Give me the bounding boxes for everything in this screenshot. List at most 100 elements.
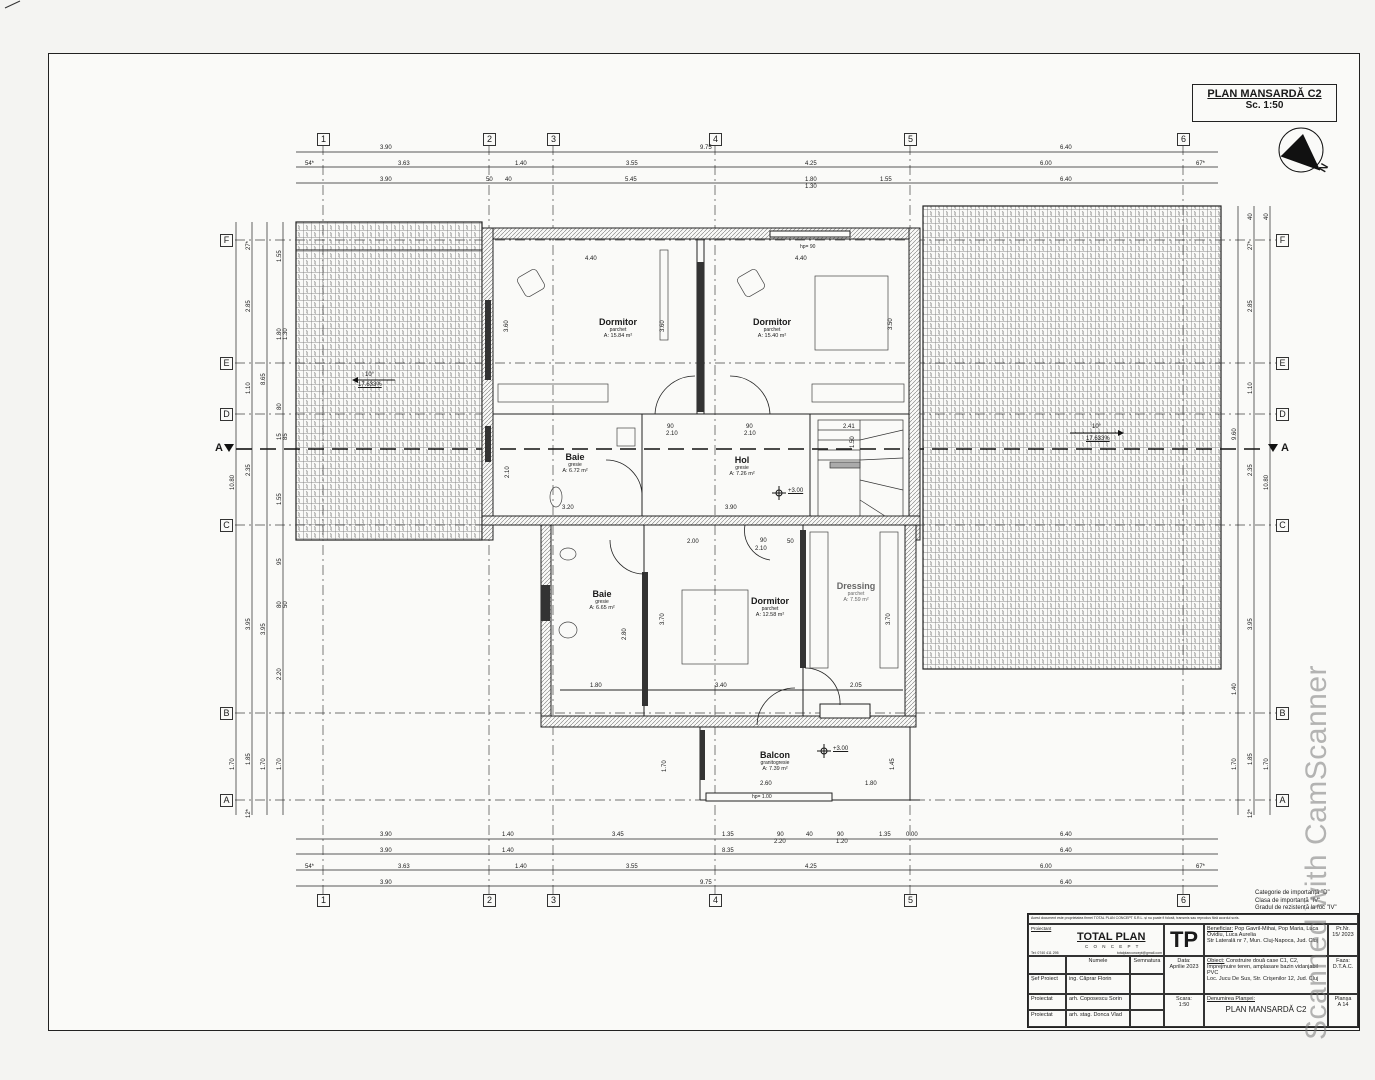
inner-dim: hp= 1.00 bbox=[752, 794, 772, 800]
room-baie-2: Baie gresie A: 6.65 m² bbox=[589, 589, 615, 612]
inner-dim: 3.60 bbox=[504, 320, 510, 332]
dim-top: 1.30 bbox=[805, 184, 817, 190]
dim-right: 27* bbox=[1248, 240, 1254, 250]
dim-bottom: 3.90 bbox=[380, 832, 392, 838]
level-mark-balcon: +3.00 bbox=[833, 746, 849, 752]
dim-left: 1.10 bbox=[246, 382, 252, 394]
inner-dim: 3.70 bbox=[660, 613, 666, 625]
axis-row-B: B bbox=[220, 707, 233, 720]
axis-row-C: C bbox=[220, 519, 233, 532]
tb-role: Proiectat bbox=[1028, 1010, 1066, 1027]
roof-slope-angle: 10° bbox=[1092, 424, 1102, 430]
dim-left: 1.55 bbox=[277, 493, 283, 505]
dim-bottom: 1.40 bbox=[502, 832, 514, 838]
axis-col-4: 4 bbox=[709, 133, 722, 146]
axis-col-5: 5 bbox=[904, 133, 917, 146]
dim-top: 6.00 bbox=[1040, 161, 1052, 167]
tb-plan-name: Denumirea Planșei: PLAN MANSARDĂ C2 bbox=[1204, 994, 1328, 1027]
dim-top: 3.90 bbox=[380, 177, 392, 183]
inner-dim: 2.10 bbox=[755, 546, 767, 552]
axis-row-B-right: B bbox=[1276, 707, 1289, 720]
dim-bottom: 67* bbox=[1196, 864, 1206, 870]
dim-right: 1.40 bbox=[1232, 683, 1238, 695]
inner-dim: 3.20 bbox=[562, 505, 574, 511]
dim-bottom: 1.20 bbox=[836, 839, 848, 845]
dim-bottom: 1.40 bbox=[515, 864, 527, 870]
dim-left: 12* bbox=[246, 808, 252, 818]
section-marker-right: A bbox=[1281, 442, 1289, 454]
axis-col-1-bottom: 1 bbox=[317, 894, 330, 907]
tp-logo-icon: TP bbox=[1164, 924, 1204, 956]
dim-right: 10.80 bbox=[1264, 474, 1270, 490]
axis-row-E-right: E bbox=[1276, 357, 1289, 370]
dim-top: 1.55 bbox=[880, 177, 892, 183]
dim-top: 6.40 bbox=[1060, 177, 1072, 183]
inner-dim: 2.10 bbox=[505, 466, 511, 478]
dim-left: 10.80 bbox=[230, 474, 236, 490]
room-dressing: Dressing parchet A: 7.59 m² bbox=[836, 581, 876, 604]
axis-col-6: 6 bbox=[1177, 133, 1190, 146]
tb-project-number: Pr.Nr. 15/ 2023 bbox=[1328, 924, 1358, 956]
roof-slope-percent-left: 17.633% bbox=[358, 382, 382, 388]
dim-right: 1.70 bbox=[1232, 758, 1238, 770]
dim-top: 6.40 bbox=[1060, 145, 1072, 151]
dim-bottom: 3.90 bbox=[380, 880, 392, 886]
dim-bottom: 4.25 bbox=[805, 864, 817, 870]
dim-left: 2.20 bbox=[277, 668, 283, 680]
dim-bottom: 2.20 bbox=[774, 839, 786, 845]
dim-left: 2.35 bbox=[246, 464, 252, 476]
level-mark-hol: +3.00 bbox=[788, 488, 804, 494]
dim-right: 1.10 bbox=[1248, 382, 1254, 394]
dim-bottom: 40 bbox=[806, 832, 813, 838]
tb-role: Proiectat bbox=[1028, 994, 1066, 1010]
dim-top: 40 bbox=[505, 177, 512, 183]
room-hol: Hol gresie A: 7.26 m² bbox=[729, 455, 755, 478]
axis-row-E: E bbox=[220, 357, 233, 370]
dim-bottom: 8.35 bbox=[722, 848, 734, 854]
dim-bottom: 6.40 bbox=[1060, 848, 1072, 854]
tb-person: ing. Căprar Florin bbox=[1066, 974, 1130, 994]
dim-left: 8.65 bbox=[261, 373, 267, 385]
inner-dim: 1.70 bbox=[662, 760, 668, 772]
axis-row-C-right: C bbox=[1276, 519, 1289, 532]
dim-left: 3.95 bbox=[261, 623, 267, 635]
inner-dim: 2.05 bbox=[850, 683, 862, 689]
camscanner-watermark: Scanned with CamScanner bbox=[1300, 664, 1333, 1040]
dim-bottom: 9.75 bbox=[700, 880, 712, 886]
roof-slope-percent: 17.633% bbox=[1086, 436, 1110, 442]
tb-object: Obiect: Construire două case C1, C2, împ… bbox=[1204, 956, 1328, 994]
tb-disclaimer: Acest document este proprietatea firmei … bbox=[1028, 914, 1358, 924]
company-logo-text: TOTAL PLAN bbox=[1077, 931, 1146, 943]
dim-left: 1.70 bbox=[261, 758, 267, 770]
tb-role: Șef Proiect bbox=[1028, 974, 1066, 994]
tb-company: Proiectant TOTAL PLAN C O N C E P T Tel:… bbox=[1028, 924, 1164, 956]
axis-col-3-bottom: 3 bbox=[547, 894, 560, 907]
tb-sheet-number: Planșa A 14 bbox=[1328, 994, 1358, 1027]
dim-bottom: 3.55 bbox=[626, 864, 638, 870]
inner-dim: 2.00 bbox=[687, 539, 699, 545]
tb-phase: Faza: D.T.A.C. bbox=[1328, 956, 1358, 994]
tb-header-signature: Semnatura bbox=[1130, 956, 1164, 974]
inner-dim: hp= 90 bbox=[800, 244, 816, 250]
sheet-scale: Sc. 1:50 bbox=[1245, 100, 1284, 111]
dim-left: 50 bbox=[283, 601, 289, 608]
dim-top: 1.80 bbox=[805, 177, 817, 183]
dim-right: 1.85 bbox=[1248, 753, 1254, 765]
dim-left: 3.95 bbox=[246, 618, 252, 630]
axis-row-A: A bbox=[220, 794, 233, 807]
title-block: Acest document este proprietatea firmei … bbox=[1027, 913, 1359, 1028]
sheet-title: PLAN MANSARDĂ C2 bbox=[1207, 88, 1322, 100]
dim-right: 3.95 bbox=[1248, 618, 1254, 630]
dim-bottom: 3.63 bbox=[398, 864, 410, 870]
dim-right: 1.70 bbox=[1264, 758, 1270, 770]
roof-slope-angle-left: 10° bbox=[365, 372, 375, 378]
axis-col-1: 1 bbox=[317, 133, 330, 146]
inner-dim: 3.70 bbox=[886, 613, 892, 625]
dim-left: 1.30 bbox=[283, 328, 289, 340]
dim-bottom: 1.35 bbox=[879, 832, 891, 838]
dim-left: 1.70 bbox=[277, 758, 283, 770]
sheet-title-box: PLAN MANSARDĂ C2 Sc. 1:50 bbox=[1192, 84, 1337, 122]
tb-blank bbox=[1028, 956, 1066, 974]
inner-dim: 90 bbox=[667, 424, 674, 430]
